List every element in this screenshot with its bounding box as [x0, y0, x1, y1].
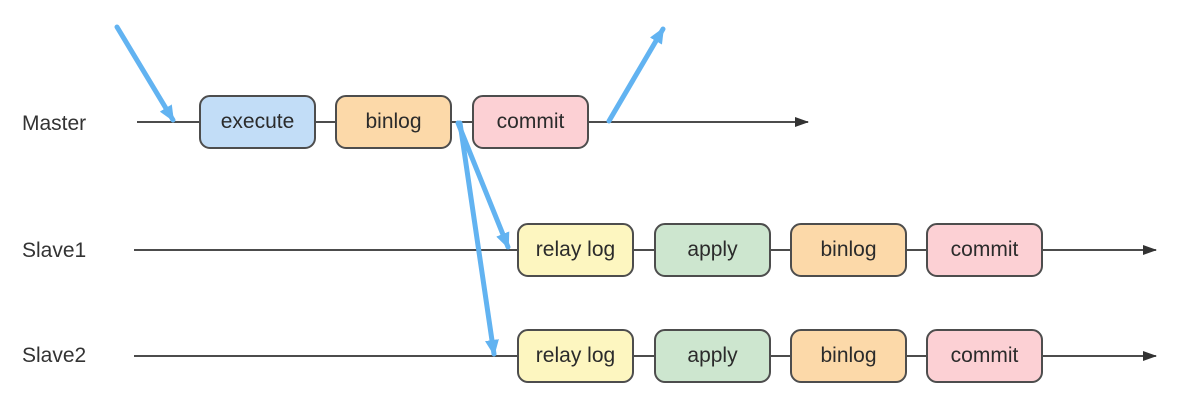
incoming-request-arrow [114, 24, 176, 123]
slave2-relay-log-box: relay log [517, 329, 634, 383]
slave2-commit-box: commit [926, 329, 1043, 383]
slave1-apply-label: apply [687, 238, 738, 261]
slave1-commit-label: commit [950, 238, 1019, 261]
master-commit-label: commit [496, 110, 565, 133]
outgoing-response-arrow [606, 26, 666, 124]
slave1-relay-log-label: relay log [535, 238, 616, 261]
master-binlog-box: binlog [335, 95, 452, 149]
slave2-commit-label: commit [950, 344, 1019, 367]
slave1-apply-box: apply [654, 223, 771, 277]
slave2-binlog-label: binlog [820, 344, 877, 367]
lane-label-slave1: Slave1 [22, 239, 87, 262]
slave1-relay-log-box: relay log [517, 223, 634, 277]
binlog-to-slave1-arrow [455, 120, 511, 250]
slave2-apply-box: apply [654, 329, 771, 383]
slave2-apply-label: apply [687, 344, 738, 367]
slave1-binlog-box: binlog [790, 223, 907, 277]
slave1-binlog-label: binlog [820, 238, 877, 261]
binlog-to-slave2-arrow [457, 120, 499, 357]
lane-label-master: Master [22, 112, 87, 135]
slave2-binlog-box: binlog [790, 329, 907, 383]
master-binlog-label: binlog [365, 110, 422, 133]
master-execute-label: execute [220, 110, 295, 133]
slave2-relay-log-label: relay log [535, 344, 616, 367]
slave1-commit-box: commit [926, 223, 1043, 277]
lane-label-slave2: Slave2 [22, 344, 87, 367]
master-commit-box: commit [472, 95, 589, 149]
master-execute-box: execute [199, 95, 316, 149]
